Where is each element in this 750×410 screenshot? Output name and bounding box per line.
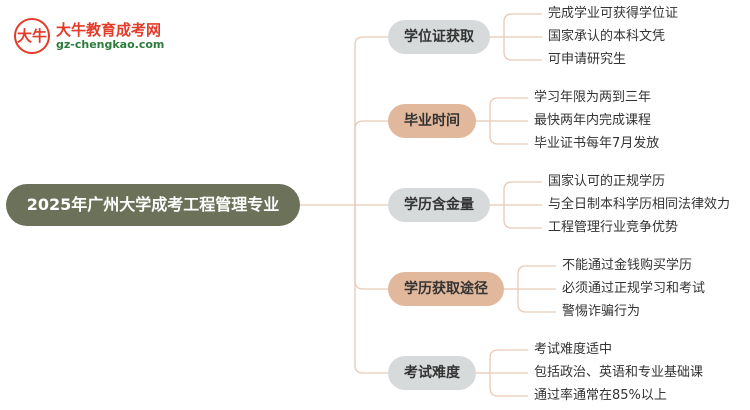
leaf-text: 国家认可的正规学历 [548,174,666,189]
leaf-text: 警惕诈骗行为 [562,304,641,319]
leaf-text: 最快两年内完成课程 [534,113,652,128]
leaf-connector [489,373,528,397]
leaf-text: 考试难度适中 [534,342,613,357]
leaf-text: 包括政治、英语和专业基础课 [534,365,704,380]
branch-connector [354,205,388,374]
leaf-connector [489,349,528,373]
branch-connector [354,205,388,290]
leaf-connector [517,289,556,313]
leaf-text: 必须通过正规学习和考试 [562,281,706,296]
leaf-connector [489,121,528,145]
branch-node-acquisition-path: 学历获取途径 [388,272,504,306]
leaf-connector [503,13,542,37]
logo-url: gz-chengkao.com [56,38,165,51]
leaf-connector [503,37,542,61]
leaf-connector [489,97,528,121]
logo-mark-icon: 大牛 [14,18,50,54]
leaf-text: 通过率通常在85%以上 [534,388,667,403]
leaf-text: 毕业证书每年7月发放 [534,136,660,151]
leaf-text: 学习年限为两到三年 [534,90,652,105]
branch-node-graduation-time: 毕业时间 [388,104,476,138]
leaf-text: 国家承认的本科文凭 [548,29,666,44]
branch-node-degree: 学位证获取 [388,20,490,54]
branch-node-credential-value: 学历含金量 [388,188,490,222]
site-logo[interactable]: 大牛 大牛教育成考网 gz-chengkao.com [14,16,204,56]
leaf-text: 完成学业可获得学位证 [548,6,679,21]
leaf-text: 不能通过金钱购买学历 [562,258,693,273]
leaf-connector [503,205,542,229]
leaf-text: 与全日制本科学历相同法律效力 [548,197,731,212]
branch-connector [354,120,388,205]
root-node: 2025年广州大学成考工程管理专业 [6,184,300,226]
leaf-connector [503,181,542,205]
branch-node-exam-difficulty: 考试难度 [388,356,476,390]
leaf-connector [517,265,556,289]
logo-title: 大牛教育成考网 [56,21,162,39]
leaf-text: 工程管理行业竞争优势 [548,220,679,235]
leaf-text: 可申请研究生 [548,52,627,67]
branch-connector [354,36,388,205]
